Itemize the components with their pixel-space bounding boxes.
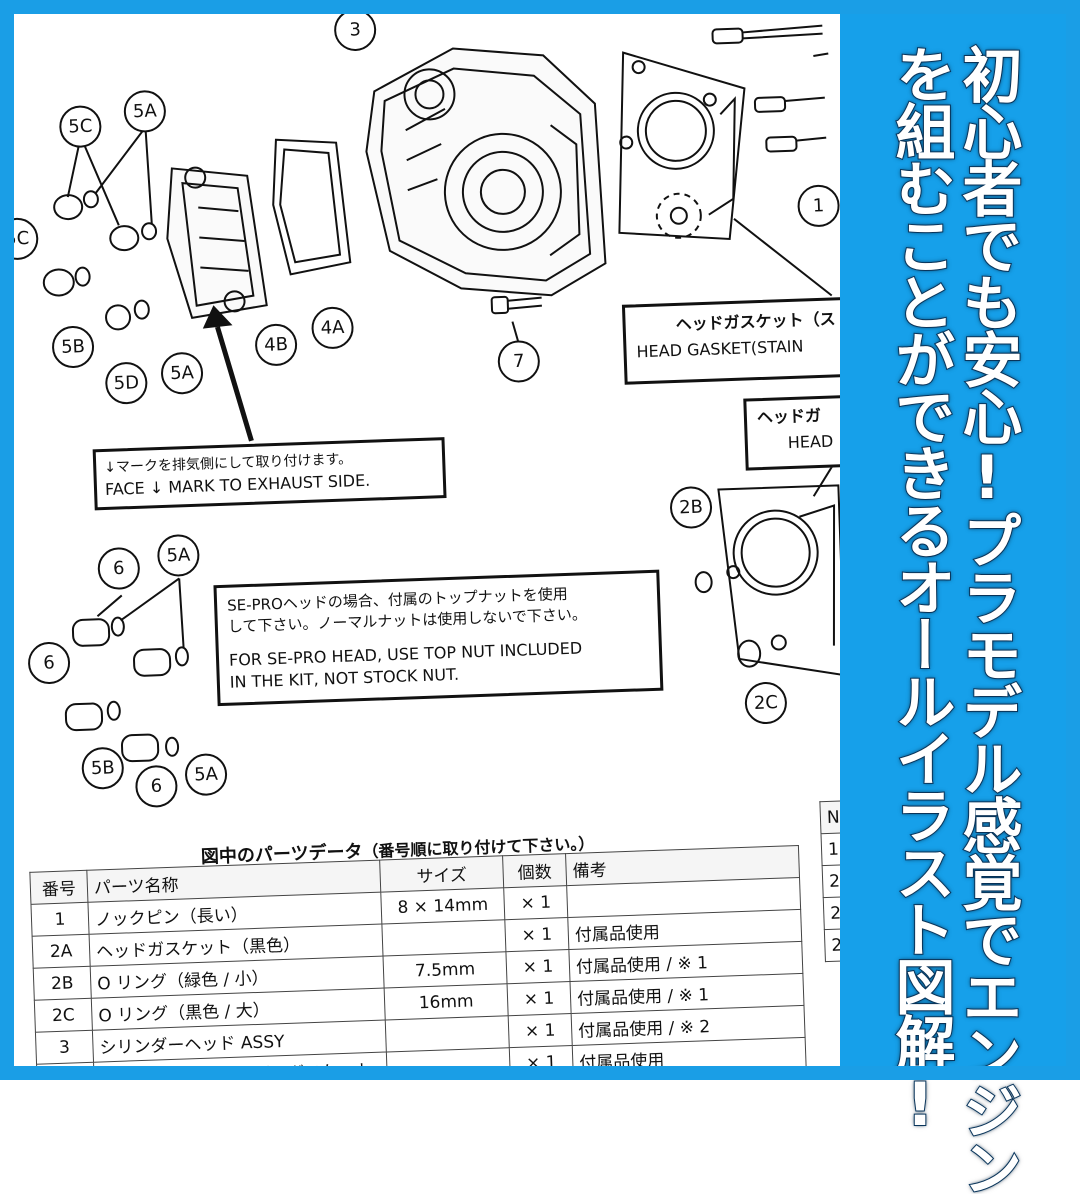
nuts-lower-left xyxy=(64,616,189,763)
cell-no: 4A xyxy=(36,1062,95,1080)
col-header-size: サイズ xyxy=(379,855,504,893)
cylinder-head-illustration xyxy=(365,47,607,297)
banner-line-2: を組むことができるオールイラスト図解! xyxy=(884,43,956,1138)
base-gasket-illustration xyxy=(717,484,847,677)
banner-line-1: 初心者でも安心!プラモデル感覚でエンジン xyxy=(951,43,1023,1194)
se-pro-callout: SE-PROヘッドの場合、付属のトップナットを使用 して下さい。ノーマルナットは… xyxy=(213,569,664,706)
cell-no: 1 xyxy=(30,902,90,937)
label-6: 6 xyxy=(113,558,125,579)
label-4b: 4B xyxy=(264,334,289,356)
label-1: 1 xyxy=(812,195,824,216)
cell-qty: × 1 xyxy=(503,885,568,920)
face-mark-callout: ↓マークを排気側にして取り付けます。 FACE ↓ MARK TO EXHAUS… xyxy=(92,437,447,511)
cell-size: 8 × 14mm xyxy=(380,887,505,925)
cell-qty: × 1 xyxy=(505,949,571,984)
col-header-qty: 個数 xyxy=(502,853,567,888)
label-5b: 5B xyxy=(61,336,86,358)
label-2c: 2C xyxy=(754,692,779,714)
col-header-no: 番号 xyxy=(29,870,88,905)
cell-size xyxy=(386,1047,511,1080)
promo-banner: 初心者でも安心!プラモデル感覚でエンジン を組むことができるオールイラスト図解! xyxy=(840,14,1066,1194)
cell-no: 2C xyxy=(34,998,93,1033)
cell-no: 3 xyxy=(35,1030,94,1065)
cell-qty: × 1 xyxy=(509,1045,574,1080)
exploded-diagram: 3 1 7 5C 5A 5C 5B 5D 5A 4A 4B 6 5A 6 5B … xyxy=(0,8,847,808)
cell-qty: × 1 xyxy=(504,917,569,952)
label-7: 7 xyxy=(513,351,525,372)
head-cover-illustration xyxy=(166,166,268,319)
label-5a: 5A xyxy=(194,764,219,786)
label-5a: 5A xyxy=(166,545,191,567)
cell-size xyxy=(381,919,506,957)
label-6: 6 xyxy=(43,652,55,673)
head-gasket-illustration xyxy=(618,51,746,241)
label-5a: 5A xyxy=(133,100,158,122)
cell-no: 2B xyxy=(33,966,92,1001)
label-5b: 5B xyxy=(91,757,116,779)
label-6: 6 xyxy=(150,776,162,797)
cell-size: 7.5mm xyxy=(382,951,508,989)
stud-bolts xyxy=(711,24,829,153)
label-2b: 2B xyxy=(679,497,704,519)
label-5c: 5C xyxy=(5,228,30,250)
label-5d: 5D xyxy=(113,372,139,394)
cell-size xyxy=(385,1015,510,1052)
cell-size: 16mm xyxy=(384,983,509,1021)
label-5c: 5C xyxy=(68,116,93,138)
cover-gasket-illustration xyxy=(272,138,352,276)
manual-page: 3 1 7 5C 5A 5C 5B 5D 5A 4A 4B 6 5A 6 5B … xyxy=(0,8,912,1080)
label-5a: 5A xyxy=(170,362,195,384)
cell-note: 付属品使用 xyxy=(572,1037,807,1078)
cell-qty: × 1 xyxy=(507,981,572,1016)
cell-qty: × 1 xyxy=(508,1013,573,1048)
label-4a: 4A xyxy=(320,317,345,339)
cell-no: 2A xyxy=(32,934,91,969)
label-3: 3 xyxy=(349,19,361,40)
nuts-upper-left xyxy=(42,190,158,331)
